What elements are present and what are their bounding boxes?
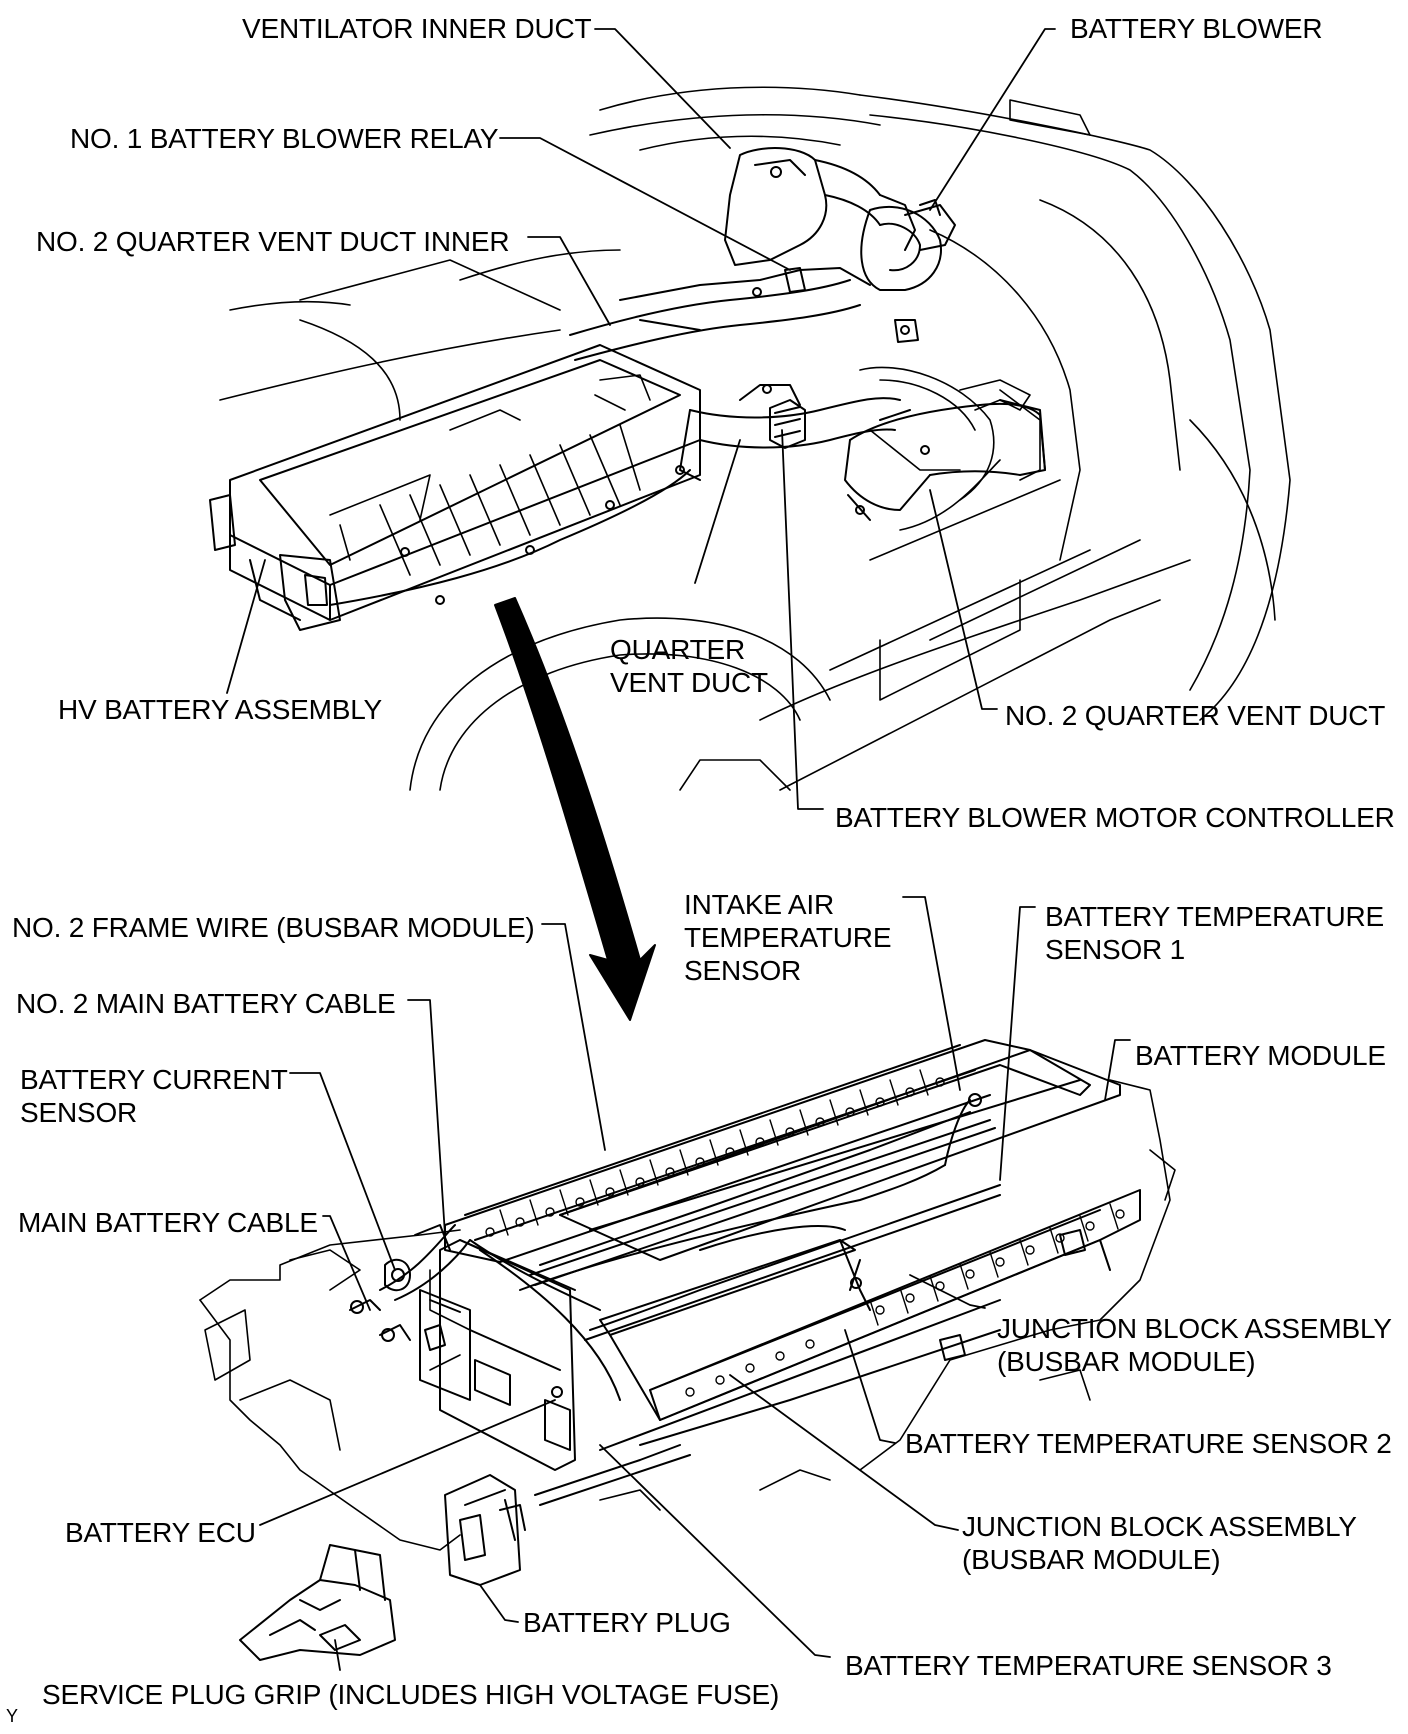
label-no2-frame-wire: NO. 2 FRAME WIRE (BUSBAR MODULE)	[12, 912, 535, 943]
label-battery-temperature-sensor-3: BATTERY TEMPERATURE SENSOR 3	[845, 1650, 1332, 1681]
label-battery-current-sensor: BATTERY CURRENT SENSOR	[20, 1063, 288, 1129]
ventilator-inner-duct-drawing	[724, 147, 956, 266]
battery-blower-motor-controller-drawing	[769, 399, 806, 449]
label-battery-temperature-sensor-1: BATTERY TEMPERATURE SENSOR 1	[1045, 900, 1384, 966]
label-no2-quarter-vent-duct-inner: NO. 2 QUARTER VENT DUCT INNER	[36, 226, 510, 257]
service-plug-grip-drawing	[239, 1544, 396, 1661]
battery-blower-drawing	[860, 199, 942, 343]
label-jba-lower-line-1: JUNCTION BLOCK ASSEMBLY	[962, 1511, 1357, 1542]
label-main-battery-cable: MAIN BATTERY CABLE	[18, 1207, 318, 1238]
label-battery-current-sensor-line-2: SENSOR	[20, 1097, 138, 1128]
label-no2-main-battery-cable: NO. 2 MAIN BATTERY CABLE	[16, 988, 396, 1019]
label-intake-air-temperature-sensor: INTAKE AIR TEMPERATURE SENSOR	[684, 888, 891, 987]
battery-tray-outline	[199, 1079, 1176, 1551]
label-intake-air-line-1: INTAKE AIR	[684, 889, 834, 920]
quarter-vent-duct-drawing	[569, 267, 901, 481]
label-quarter-vent-duct: QUARTER VENT DUCT	[610, 633, 768, 699]
leader-lines	[226, 28, 1131, 1671]
label-quarter-vent-duct-line-2: VENT DUCT	[610, 667, 768, 698]
label-service-plug-grip: SERVICE PLUG GRIP (INCLUDES HIGH VOLTAGE…	[42, 1679, 780, 1710]
label-hv-battery-assembly: HV BATTERY ASSEMBLY	[58, 694, 383, 725]
label-ventilator-inner-duct: VENTILATOR INNER DUCT	[242, 13, 592, 44]
label-bts1-line-1: BATTERY TEMPERATURE	[1045, 901, 1385, 932]
label-intake-air-line-2: TEMPERATURE	[684, 922, 892, 953]
hv-battery-assembly-drawing	[209, 344, 701, 631]
label-battery-plug: BATTERY PLUG	[523, 1607, 731, 1638]
label-no2-quarter-vent-duct: NO. 2 QUARTER VENT DUCT	[1005, 700, 1386, 731]
label-jba-lower-line-2: (BUSBAR MODULE)	[962, 1544, 1221, 1575]
vehicle-body-outline	[219, 86, 1291, 791]
view-transition-arrow	[494, 597, 656, 1021]
battery-stack-drawing	[349, 1039, 1141, 1506]
label-jba-upper-line-2: (BUSBAR MODULE)	[997, 1346, 1256, 1377]
corner-mark: Y	[6, 1706, 19, 1726]
label-battery-ecu: BATTERY ECU	[65, 1517, 256, 1548]
no2-quarter-vent-duct-drawing	[844, 399, 1046, 521]
label-battery-temperature-sensor-2: BATTERY TEMPERATURE SENSOR 2	[905, 1428, 1392, 1459]
label-no1-battery-blower-relay: NO. 1 BATTERY BLOWER RELAY	[70, 123, 499, 154]
label-battery-blower: BATTERY BLOWER	[1070, 13, 1323, 44]
label-junction-block-assembly-upper: JUNCTION BLOCK ASSEMBLY (BUSBAR MODULE)	[997, 1312, 1392, 1378]
label-battery-module: BATTERY MODULE	[1135, 1040, 1386, 1071]
label-bts1-line-2: SENSOR 1	[1045, 934, 1185, 965]
label-quarter-vent-duct-line-1: QUARTER	[610, 634, 745, 665]
label-junction-block-assembly-lower: JUNCTION BLOCK ASSEMBLY (BUSBAR MODULE)	[962, 1510, 1357, 1576]
label-jba-upper-line-1: JUNCTION BLOCK ASSEMBLY	[997, 1313, 1392, 1344]
label-battery-current-sensor-line-1: BATTERY CURRENT	[20, 1064, 288, 1095]
label-intake-air-line-3: SENSOR	[684, 955, 802, 986]
label-battery-blower-motor-controller: BATTERY BLOWER MOTOR CONTROLLER	[835, 802, 1395, 833]
battery-plug-drawing	[444, 1474, 526, 1586]
